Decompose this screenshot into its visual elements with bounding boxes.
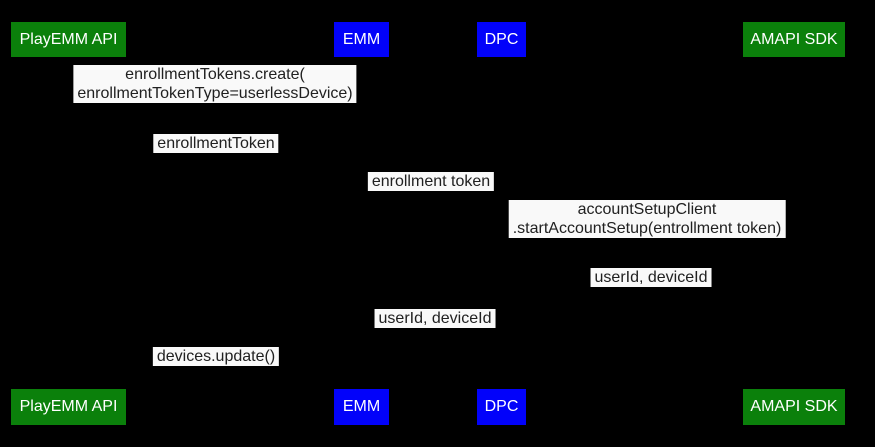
message-line: enrollmentTokenType=userlessDevice) bbox=[77, 85, 353, 102]
actor-playemm-api-top: PlayEMM API bbox=[11, 22, 126, 57]
message-start-account-setup: accountSetupClient .startAccountSetup(en… bbox=[508, 200, 786, 238]
message-userid-deviceid-to-emm: userId, deviceId bbox=[374, 309, 496, 328]
message-line: accountSetupClient bbox=[577, 201, 717, 218]
actor-emm-bottom: EMM bbox=[334, 389, 389, 425]
message-enrollment-token-return: enrollmentToken bbox=[153, 134, 279, 153]
message-line: enrollmentTokens.create( bbox=[125, 66, 305, 83]
message-enrollment-tokens-create: enrollmentTokens.create( enrollmentToken… bbox=[73, 65, 357, 103]
actor-dpc-top: DPC bbox=[477, 22, 526, 57]
message-devices-update: devices.update() bbox=[152, 347, 280, 366]
message-line: devices.update() bbox=[156, 348, 276, 365]
message-line: enrollmentToken bbox=[157, 135, 275, 152]
actor-dpc-bottom: DPC bbox=[477, 389, 526, 425]
actor-amapi-sdk-bottom: AMAPI SDK bbox=[743, 389, 845, 425]
message-line: userId, deviceId bbox=[378, 310, 492, 327]
message-line: enrollment token bbox=[371, 173, 491, 190]
actor-playemm-api-bottom: PlayEMM API bbox=[11, 389, 126, 425]
message-line: userId, deviceId bbox=[594, 269, 708, 286]
message-userid-deviceid-from-sdk: userId, deviceId bbox=[590, 268, 712, 287]
actor-amapi-sdk-top: AMAPI SDK bbox=[743, 22, 845, 57]
message-line: .startAccountSetup(entrollment token) bbox=[512, 220, 782, 237]
actor-emm-top: EMM bbox=[334, 22, 389, 57]
message-enrollment-token-to-dpc: enrollment token bbox=[367, 172, 495, 191]
